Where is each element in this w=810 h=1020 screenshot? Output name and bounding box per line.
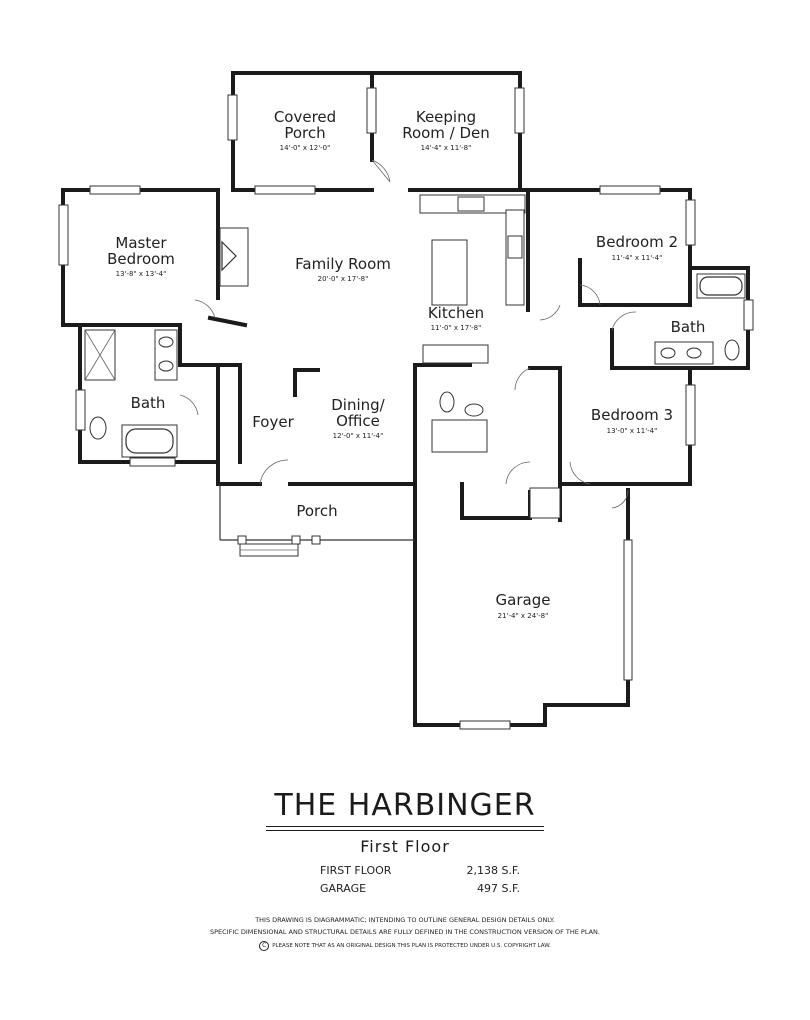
covered-porch-label-2: Porch <box>284 124 325 142</box>
family-room-label: Family Room <box>295 255 391 273</box>
area-value: 2,138 S.F. <box>466 864 520 877</box>
floor-plan: Covered Porch 14'-0" x 12'-0" Keeping Ro… <box>58 71 754 730</box>
walls <box>61 71 750 727</box>
room-labels: Covered Porch 14'-0" x 12'-0" Keeping Ro… <box>107 108 705 620</box>
disclaimer-line-2: SPECIFIC DIMENSIONAL AND STRUCTURAL DETA… <box>210 928 600 936</box>
garage-label: Garage <box>496 591 551 609</box>
area-value: 497 S.F. <box>476 882 520 895</box>
covered-porch-dims: 14'-0" x 12'-0" <box>280 144 331 152</box>
keeping-room-label-2: Room / Den <box>402 124 490 142</box>
dining-office-dims: 12'-0" x 11'-4" <box>333 432 384 440</box>
area-label: FIRST FLOOR <box>320 864 392 877</box>
porch-label: Porch <box>296 502 337 520</box>
master-bedroom-label: Master <box>115 234 167 252</box>
kitchen-label: Kitchen <box>428 304 484 322</box>
bedroom-3-dims: 13'-0" x 11'-4" <box>607 427 658 435</box>
bedroom-2-dims: 11'-4" x 11'-4" <box>612 254 663 262</box>
bath-left-label: Bath <box>131 394 166 412</box>
keeping-room-dims: 14'-4" x 11'-8" <box>421 144 472 152</box>
plan-subtitle: First Floor <box>360 837 450 856</box>
kitchen-dims: 11'-0" x 17'-8" <box>431 324 482 332</box>
copyright-icon: C <box>259 941 270 951</box>
area-row-first-floor: FIRST FLOOR 2,138 S.F. <box>320 862 520 880</box>
bath-right-label: Bath <box>671 318 706 336</box>
area-row-garage: GARAGE 497 S.F. <box>320 880 520 898</box>
dining-office-label-2: Office <box>336 412 380 430</box>
disclaimer-notes: THIS DRAWING IS DIAGRAMMATIC; INTENDING … <box>0 914 810 952</box>
keeping-room-label: Keeping <box>416 108 476 126</box>
area-table: FIRST FLOOR 2,138 S.F. GARAGE 497 S.F. <box>320 862 520 898</box>
bedroom-2-label: Bedroom 2 <box>596 233 678 251</box>
master-bedroom-label-2: Bedroom <box>107 250 175 268</box>
dining-office-label: Dining/ <box>331 396 385 414</box>
windows <box>58 87 754 730</box>
covered-porch-label: Covered <box>274 108 336 126</box>
disclaimer-line-1: THIS DRAWING IS DIAGRAMMATIC; INTENDING … <box>255 916 555 924</box>
master-bedroom-dims: 13'-8" x 13'-4" <box>116 270 167 278</box>
door-swings <box>179 159 637 509</box>
porch-railing <box>219 484 415 557</box>
copyright-text: PLEASE NOTE THAT AS AN ORIGINAL DESIGN T… <box>272 943 551 949</box>
fixtures <box>84 194 746 519</box>
garage-dims: 21'-4" x 24'-8" <box>498 612 549 620</box>
foyer-label: Foyer <box>252 413 294 431</box>
family-room-dims: 20'-0" x 17'-8" <box>318 275 369 283</box>
plan-title: THE HARBINGER <box>266 788 544 831</box>
title-block: THE HARBINGER First Floor <box>0 788 810 856</box>
bedroom-3-label: Bedroom 3 <box>591 406 673 424</box>
area-label: GARAGE <box>320 882 367 895</box>
